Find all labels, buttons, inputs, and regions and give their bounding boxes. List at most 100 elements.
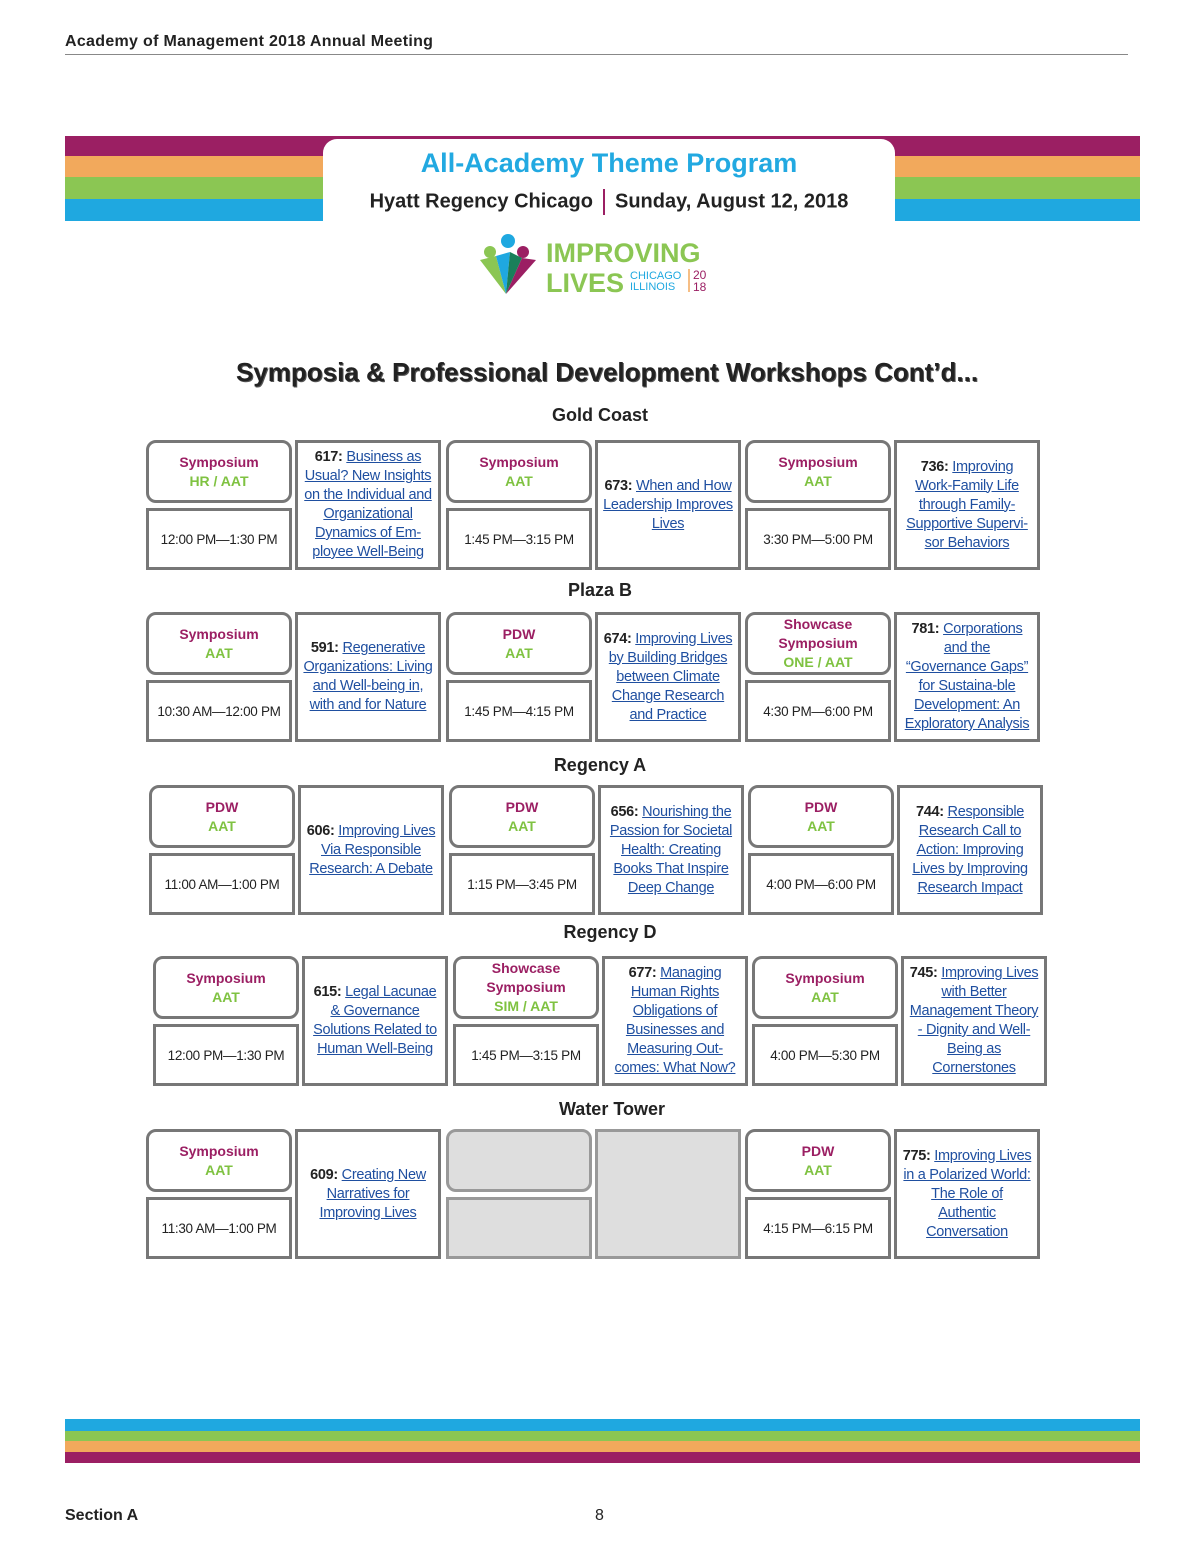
session-time: 4:00 PM—5:30 PM (752, 1024, 898, 1086)
session-time: 4:00 PM—6:00 PM (748, 853, 894, 915)
session-title-link[interactable]: Nourishing the Passion for Societal Heal… (609, 803, 733, 896)
banner: All-Academy Theme Program Hyatt Regency … (323, 139, 895, 223)
slot-session: 736: Improving Work-Family Life through … (894, 440, 1040, 570)
session-title-link[interactable]: Improving Lives Via Responsible Research… (309, 822, 436, 877)
session-type: Showcase Symposium (486, 960, 566, 995)
session-track: ONE / AAT (783, 654, 853, 670)
session-time: 11:00 AM—1:00 PM (149, 853, 295, 915)
banner-title: All-Academy Theme Program (420, 148, 798, 178)
session-box: 775: Improving Lives in a Polarized Worl… (894, 1129, 1040, 1259)
slot-session: 615: Legal Lacunae & Governance Solution… (302, 956, 448, 1086)
session-time: 12:00 PM—1:30 PM (146, 508, 292, 570)
session-box: 677: Managing Human Rights Obligations o… (602, 956, 748, 1086)
session-title-link[interactable]: Legal Lacunae & Governance Solutions Rel… (313, 984, 437, 1057)
empty-slot (446, 1129, 592, 1192)
logo-year-top: 20 (693, 268, 707, 282)
slot-session: 606: Improving Lives Via Responsible Res… (298, 785, 444, 915)
session-time: 11:30 AM—1:00 PM (146, 1197, 292, 1259)
page-number: 8 (595, 1507, 604, 1524)
session-number: 677: (628, 965, 657, 981)
session-type: Symposium (785, 969, 865, 986)
session-box: 736: Improving Work-Family Life through … (894, 440, 1040, 570)
session-number: 591: (310, 640, 339, 656)
session-type: PDW (505, 798, 539, 815)
session-box: 781: Corporations and the “Governance Ga… (894, 612, 1040, 742)
session-title-link[interactable]: Regenerative Organizations: Living and W… (303, 640, 433, 713)
logo-year-bottom: 18 (693, 280, 707, 294)
logo-text-lives: LIVES (546, 268, 624, 296)
session-title-link[interactable]: Responsible Research Call to Action: Imp… (912, 803, 1028, 896)
slot-info (446, 1129, 592, 1259)
session-title-link[interactable]: Improving Work-Family Life through Famil… (906, 458, 1028, 551)
session-title-link[interactable]: Managing Human Rights Obligations of Bus… (614, 965, 736, 1076)
slot-session: 591: Regenerative Organizations: Living … (295, 612, 441, 742)
empty-slot (595, 1129, 741, 1259)
session-number: 656: (610, 803, 639, 820)
session-type: Symposium (179, 453, 259, 470)
session-title-link[interactable]: When and How Leadership Improves Lives (603, 477, 733, 532)
session-box: 673: When and How Leadership Improves Li… (595, 440, 741, 570)
session-title-link[interactable]: Improving Lives by Building Bridges betw… (608, 630, 733, 723)
session-type: Symposium (186, 969, 266, 986)
session-number: 775: (902, 1147, 931, 1164)
slot-session: 677: Managing Human Rights Obligations o… (602, 956, 748, 1086)
session-box: 745: Improving Lives with Better Managem… (901, 956, 1047, 1086)
session-time: 3:30 PM—5:00 PM (745, 508, 891, 570)
session-number: 606: (306, 822, 335, 839)
venue: Hyatt Regency Chicago (369, 190, 593, 213)
session-title-link[interactable]: Corporations and the “Governance Gaps” f… (904, 621, 1030, 732)
session-type: PDW (804, 798, 838, 815)
session-track: SIM / AAT (494, 998, 558, 1014)
session-time: 4:30 PM—6:00 PM (745, 680, 891, 742)
session-box: 591: Regenerative Organizations: Living … (295, 612, 441, 742)
session-time: 1:45 PM—4:15 PM (446, 680, 592, 742)
session-time: 1:45 PM—3:15 PM (446, 508, 592, 570)
session-title-link[interactable]: Improving Lives with Better Management T… (909, 965, 1039, 1076)
session-track: AAT (804, 472, 832, 489)
session-type: PDW (205, 798, 239, 815)
session-track: AAT (205, 644, 233, 661)
room-name: Water Tower (558, 1099, 665, 1119)
session-type: Symposium (479, 453, 559, 470)
session-number: 615: (313, 984, 342, 1000)
session-type: Showcase Symposium (778, 616, 858, 651)
session-time: 1:45 PM—3:15 PM (453, 1024, 599, 1086)
session-number: 673: (604, 477, 633, 494)
section-title: Symposia & Professional Development Work… (235, 357, 979, 387)
room-name: Gold Coast (551, 405, 648, 425)
session-track: AAT (804, 1161, 832, 1178)
session-number: 674: (603, 630, 632, 647)
session-track: HR / AAT (189, 472, 249, 489)
session-track: AAT (212, 988, 240, 1005)
session-title-link[interactable]: Business as Usual? New Insights on the I… (304, 449, 432, 560)
logo-city: CHICAGO (630, 270, 682, 282)
session-title-link[interactable]: Improving Lives in a Polarized World: Th… (903, 1147, 1032, 1240)
session-type: PDW (502, 625, 536, 642)
slot-session: 656: Nourishing the Passion for Societal… (598, 785, 744, 915)
session-track: AAT (811, 988, 839, 1005)
logo-text-improving: IMPROVING (546, 238, 701, 268)
session-title-link[interactable]: Creating New Narratives for Improving Li… (319, 1166, 426, 1221)
session-box: 656: Nourishing the Passion for Societal… (598, 785, 744, 915)
slot-session: 674: Improving Lives by Building Bridges… (595, 612, 741, 742)
session-time: 10:30 AM—12:00 PM (146, 680, 292, 742)
